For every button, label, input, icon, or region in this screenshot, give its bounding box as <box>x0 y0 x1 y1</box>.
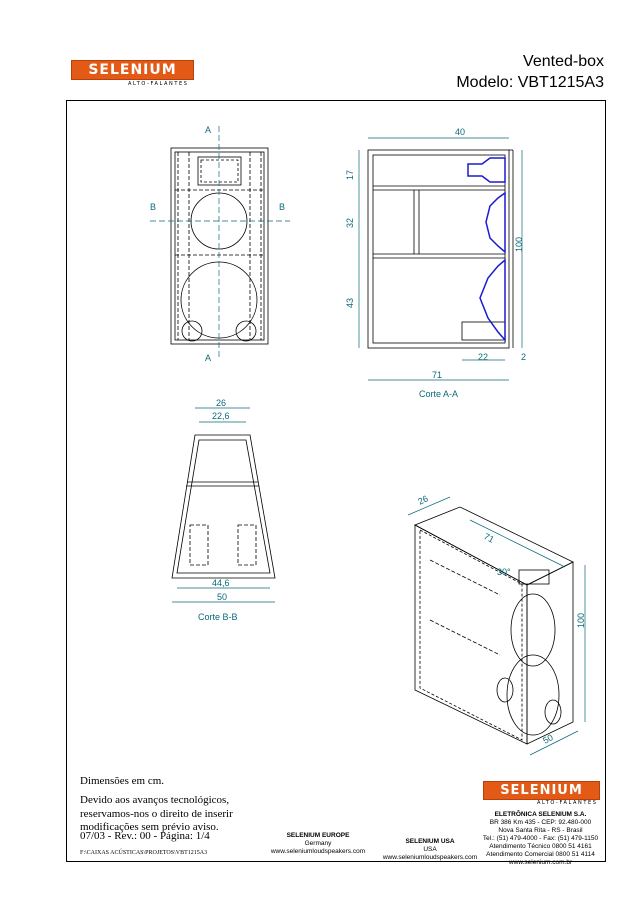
section-b-right: B <box>279 202 286 212</box>
front-view <box>170 147 269 345</box>
usa-web: www.seleniumloudspeakers.com <box>382 854 478 861</box>
brand-name: SELENIUM <box>88 62 177 78</box>
company-address-1: BR 386 Km 435 - CEP: 92.480-000 <box>489 819 592 826</box>
europe-web: www.seleniumloudspeakers.com <box>270 848 366 855</box>
europe-block: SELENIUM EUROPE Germany www.seleniumloud… <box>258 832 378 856</box>
footer-brand-name: SELENIUM <box>500 783 583 798</box>
usa-title: SELENIUM USA <box>405 838 455 845</box>
company-phone: Tel.: (51) 479-4000 - Fax: (51) 479-1150 <box>482 835 599 842</box>
dim-aa-22: 22 <box>478 352 489 362</box>
revision-info: 07/03 - Rev.: 00 - Página: 1/4 <box>80 830 210 842</box>
dim-bb-50: 50 <box>217 592 228 602</box>
units-note: Dimensões em cm. <box>80 775 165 787</box>
drivers <box>467 157 506 342</box>
file-path: F:\CAIXAS ACÚSTICAS\PROJETOS\VBT1215A3 <box>80 850 208 856</box>
isometric-view <box>414 506 574 745</box>
title-line-1: Vented-box <box>523 53 604 70</box>
dim-aa-100: 100 <box>514 236 524 252</box>
dim-aa-2: 2 <box>521 352 527 362</box>
europe-country: Germany <box>304 840 332 847</box>
usa-block: SELENIUM USA USA www.seleniumloudspeaker… <box>370 838 490 862</box>
disclaimer-line-2: reservamos-nos o direito de inserir <box>80 808 233 820</box>
disclaimer-line-3: modificações sem prévio aviso. <box>80 821 219 833</box>
company-sales-support: Atendimento Comercial 0800 51 4114 <box>486 851 595 858</box>
selenium-logo: SELENIUM <box>71 60 194 80</box>
dim-iso-100: 100 <box>576 612 586 628</box>
dim-bb-26: 26 <box>216 398 227 408</box>
corte-aa-label: Corte A-A <box>419 389 459 399</box>
company-address-2: Nova Santa Rita - RS - Brasil <box>498 827 583 834</box>
corte-bb-label: Corte B-B <box>198 612 238 622</box>
dim-aa-43: 43 <box>345 297 355 308</box>
brand-subtitle: ALTO-FALANTES <box>128 81 189 87</box>
usa-country: USA <box>423 846 437 853</box>
dim-aa-71: 71 <box>432 370 443 380</box>
dim-iso-angle: 30° <box>497 567 511 577</box>
europe-title: SELENIUM EUROPE <box>286 832 350 839</box>
dim-aa-40: 40 <box>455 127 466 137</box>
corte-bb-view <box>171 434 276 579</box>
section-b-left: B <box>150 202 157 212</box>
title-line-2: Modelo: VBT1215A3 <box>456 74 604 91</box>
footer-brand-subtitle: ALTO-FALANTES <box>537 800 598 806</box>
section-a-bottom: A <box>205 353 212 363</box>
dim-aa-32: 32 <box>345 217 355 228</box>
selenium-logo-footer: SELENIUM <box>483 781 600 800</box>
corte-aa-view <box>367 149 514 349</box>
company-tech-support: Atendimento Técnico 0800 51 4161 <box>489 843 592 850</box>
company-website: www.selenium.com.br <box>508 859 573 866</box>
dim-bb-22-6: 22,6 <box>212 411 230 421</box>
section-a-top: A <box>205 125 212 135</box>
company-name: ELETRÔNICA SELENIUM S.A. <box>494 811 587 818</box>
dim-aa-17: 17 <box>345 169 355 180</box>
company-block: ELETRÔNICA SELENIUM S.A. BR 386 Km 435 -… <box>478 811 603 867</box>
drawing-frame <box>66 100 606 862</box>
dim-bb-44-6: 44,6 <box>212 578 230 588</box>
disclaimer-line-1: Devido aos avanços tecnológicos, <box>80 794 230 806</box>
